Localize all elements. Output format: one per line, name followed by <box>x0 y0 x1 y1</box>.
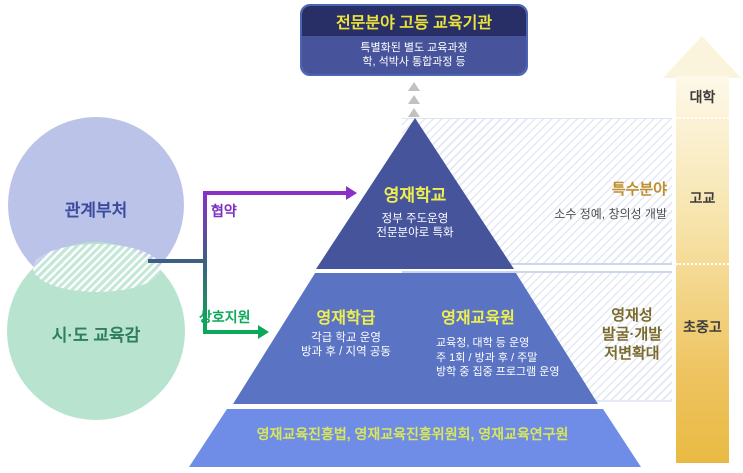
chevron-up-icon <box>408 108 420 117</box>
support-arrow-line <box>203 330 259 334</box>
level-arrow-body <box>676 76 729 463</box>
connector-line <box>148 259 207 263</box>
higher-education-box-header: 전문분야 고등 교육기관 <box>302 6 526 36</box>
higher-education-box: 전문분야 고등 교육기관 특별화된 별도 교육과정 학, 석박사 통합과정 등 <box>300 4 528 76</box>
gifted-school-desc: 정부 주도운영 전문분야로 특화 <box>332 212 498 240</box>
gifted-school-desc-line1: 정부 주도운영 <box>381 213 449 225</box>
level-divider-dashed-line <box>676 263 729 265</box>
support-arrowhead-icon <box>258 325 269 339</box>
agreement-arrow-line <box>203 191 347 195</box>
pyramid-base-band <box>189 409 641 467</box>
special-field-desc: 소수 정예, 창의성 개발 <box>554 207 667 221</box>
gifted-class-title: 영재학급 <box>316 310 376 327</box>
special-field-title: 특수분야 <box>611 181 667 198</box>
chevron-up-icon <box>408 95 420 104</box>
higher-education-desc-line1: 특별화된 별도 교육과정 <box>360 41 468 54</box>
giftedness-note-line3: 저변확대 <box>604 345 660 362</box>
agreement-arrowhead-icon <box>346 186 357 200</box>
gifted-class-desc-line1: 각급 학교 운영 <box>311 332 381 344</box>
pyramid-base-label: 영재교육진흥법, 영재교육진흥위원회, 영재교육연구원 <box>256 426 569 442</box>
gifted-class-desc-line2: 방과 후 / 지역 공동 <box>300 346 392 358</box>
higher-education-box-body: 특별화된 별도 교육과정 학, 석박사 통합과정 등 <box>302 36 526 74</box>
chevron-up-icon <box>408 82 420 91</box>
gifted-center-desc-line3: 방학 중 집중 프로그램 운영 <box>436 366 560 378</box>
gifted-center-desc: 교육청, 대학 등 운영 주 1회 / 방과 후 / 주말 방학 중 집중 프로… <box>436 336 621 380</box>
circle-overlap-hatch <box>33 244 161 292</box>
higher-education-title: 전문분야 고등 교육기관 <box>335 15 493 32</box>
gifted-center-desc-line2: 주 1회 / 방과 후 / 주말 <box>436 351 538 364</box>
gifted-center-title: 영재교육원 <box>441 310 515 327</box>
level-label-highschool: 고교 <box>689 190 716 206</box>
gifted-school-title: 영재학교 <box>383 186 447 205</box>
related-ministries-label: 관계부처 <box>64 201 128 220</box>
special-field-note: 특수분야 소수 정예, 창의성 개발 <box>480 178 667 222</box>
gifted-school-desc-line2: 전문분야로 특화 <box>376 227 454 239</box>
level-label-university: 대학 <box>689 89 716 105</box>
level-arrow-up-icon <box>663 36 741 78</box>
giftedness-note: 영재성 발굴·개발 저변확대 <box>584 306 680 363</box>
giftedness-note-line1: 영재성 <box>611 307 653 324</box>
gifted-class-desc: 각급 학교 운영 방과 후 / 지역 공동 <box>266 331 426 359</box>
giftedness-note-line2: 발굴·개발 <box>601 326 663 343</box>
agreement-label: 협약 <box>211 203 237 219</box>
connector-line-up <box>203 191 207 261</box>
level-label-elementary: 초중고 <box>683 319 722 335</box>
level-divider-dashed-line <box>676 117 729 119</box>
education-superintendent-label: 시·도 교육감 <box>51 326 141 345</box>
connector-line-down <box>203 261 207 332</box>
higher-education-desc-line2: 학, 석박사 통합과정 등 <box>362 56 466 68</box>
support-label: 상호지원 <box>199 309 251 325</box>
gifted-center-desc-line1: 교육청, 대학 등 운영 <box>436 337 530 349</box>
